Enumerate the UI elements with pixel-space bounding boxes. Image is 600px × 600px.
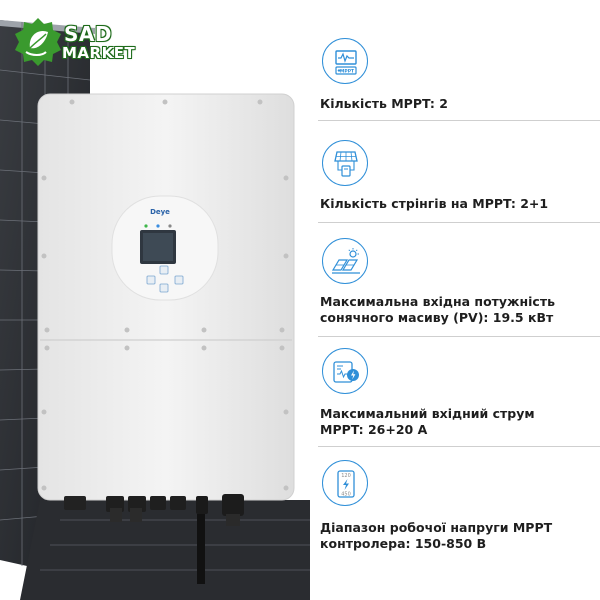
inverter-illustration: Deye: [0, 20, 310, 600]
divider: [318, 336, 600, 337]
feature-text-strings: Кількість стрінгів на MPPT: 2+1: [320, 196, 549, 211]
mppt-icon: MPPT: [322, 38, 368, 84]
product-image: Deye SAD MARKET: [0, 10, 310, 600]
voltage-badge-top: 120: [341, 473, 351, 479]
device-brand: Deye: [150, 208, 170, 216]
solar-strings-icon: [322, 140, 368, 186]
divider: [318, 446, 600, 447]
divider: [318, 120, 600, 121]
voltage-range-icon: 120 450: [322, 460, 368, 506]
feature-text-pv-power: Максимальна вхідна потужність сонячного …: [320, 294, 555, 325]
connectors: [64, 494, 244, 584]
divider: [318, 222, 600, 223]
logo-icon: [15, 18, 61, 66]
logo-text-line1: SAD: [64, 22, 112, 46]
feature-list: MPPT Кількість MPPT: 2 Кількість стрінгі…: [318, 0, 600, 600]
solar-array-icon: [322, 238, 368, 284]
logo-text-line2: MARKET: [62, 44, 136, 62]
voltage-badge-bottom: 450: [341, 492, 351, 498]
feature-text-input-current: Максимальний вхідний струм MPPT: 26+20 A: [320, 406, 535, 437]
current-icon: [322, 348, 368, 394]
feature-text-mppt-count: Кількість MPPT: 2: [320, 96, 448, 111]
feature-text-voltage-range: Діапазон робочої напруги MPPT контролера…: [320, 520, 553, 551]
sadmarket-logo: SAD MARKET: [8, 10, 135, 80]
inverter-body: [37, 93, 295, 501]
mppt-badge-label: MPPT: [340, 69, 355, 75]
